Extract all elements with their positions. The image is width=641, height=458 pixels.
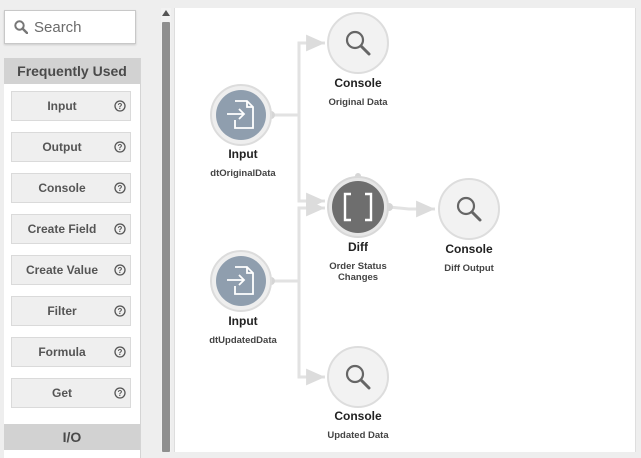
file-import-icon [227,266,254,295]
palette-scrollbar[interactable] [161,8,171,452]
help-icon[interactable]: ? [114,305,126,317]
svg-text:?: ? [118,348,123,357]
svg-text:?: ? [118,389,123,398]
node-type-label: Console [445,242,493,256]
svg-text:?: ? [118,307,123,316]
scroll-thumb[interactable] [162,22,170,452]
palette-item-label: Create Value [25,263,99,277]
node-name-label: Diff Output [444,263,494,274]
palette-item-label: Console [38,181,86,195]
help-icon[interactable]: ? [114,182,126,194]
search-icon [14,20,28,34]
search-input[interactable] [34,18,134,36]
palette-item-output[interactable]: Output ? [11,132,131,162]
node-name-label: Order Status Changes [329,261,387,283]
flow-graph [210,12,500,408]
connector [388,200,435,218]
flow-canvas[interactable]: Input dtOriginalData Input dtUpdatedData… [174,8,636,452]
palette-item-create-value[interactable]: Create Value ? [11,255,131,285]
svg-text:?: ? [118,225,123,234]
help-icon[interactable]: ? [114,346,126,358]
node-type-label: Input [228,147,258,161]
node-type-label: Console [334,76,382,90]
section-header-frequently-used[interactable]: Frequently Used [4,58,140,84]
svg-text:?: ? [118,266,123,275]
magnifier-icon [456,196,482,222]
connector [271,199,325,386]
file-import-icon [227,100,254,129]
svg-text:?: ? [118,184,123,193]
node-console-original-data[interactable] [327,12,389,74]
node-name-label: dtOriginalData [210,168,276,179]
node-name-label: dtUpdatedData [209,335,277,346]
help-icon[interactable]: ? [114,223,126,235]
svg-text:?: ? [118,143,123,152]
palette-item-create-field[interactable]: Create Field ? [11,214,131,244]
node-palette: Frequently Used Input ? Output ? Console… [4,58,141,458]
node-input-dtUpdatedData[interactable] [210,250,272,312]
palette-item-label: Formula [38,345,86,359]
node-console-diff-output[interactable] [438,178,500,240]
palette-item-label: Filter [47,304,77,318]
help-icon[interactable]: ? [114,264,126,276]
help-icon[interactable]: ? [114,100,126,112]
node-name-label: Original Data [328,97,388,108]
node-name-label: Updated Data [327,430,389,441]
palette-item-filter[interactable]: Filter ? [11,296,131,326]
node-diff-order-status-changes[interactable] [327,176,389,238]
magnifier-icon [345,30,371,56]
palette-item-formula[interactable]: Formula ? [11,337,131,367]
node-type-label: Input [228,314,258,328]
svg-text:?: ? [118,102,123,111]
palette-item-label: Input [47,99,77,113]
palette-item-input[interactable]: Input ? [11,91,131,121]
palette-item-console[interactable]: Console ? [11,173,131,203]
help-icon[interactable]: ? [114,141,126,153]
help-icon[interactable]: ? [114,387,126,399]
palette-item-label: Output [42,140,82,154]
node-type-label: Diff [348,240,368,254]
palette-item-label: Create Field [27,222,97,236]
palette-item-get[interactable]: Get ? [11,378,131,408]
node-console-updated-data[interactable] [327,346,389,408]
section-header-io[interactable]: I/O [4,424,140,450]
node-input-dtOriginalData[interactable] [210,84,272,146]
scroll-up-arrow-icon[interactable] [162,10,170,16]
magnifier-icon [345,364,371,390]
brackets-icon [343,192,373,222]
palette-item-label: Get [51,386,72,400]
search-box[interactable] [4,10,136,44]
node-type-label: Console [334,409,382,423]
